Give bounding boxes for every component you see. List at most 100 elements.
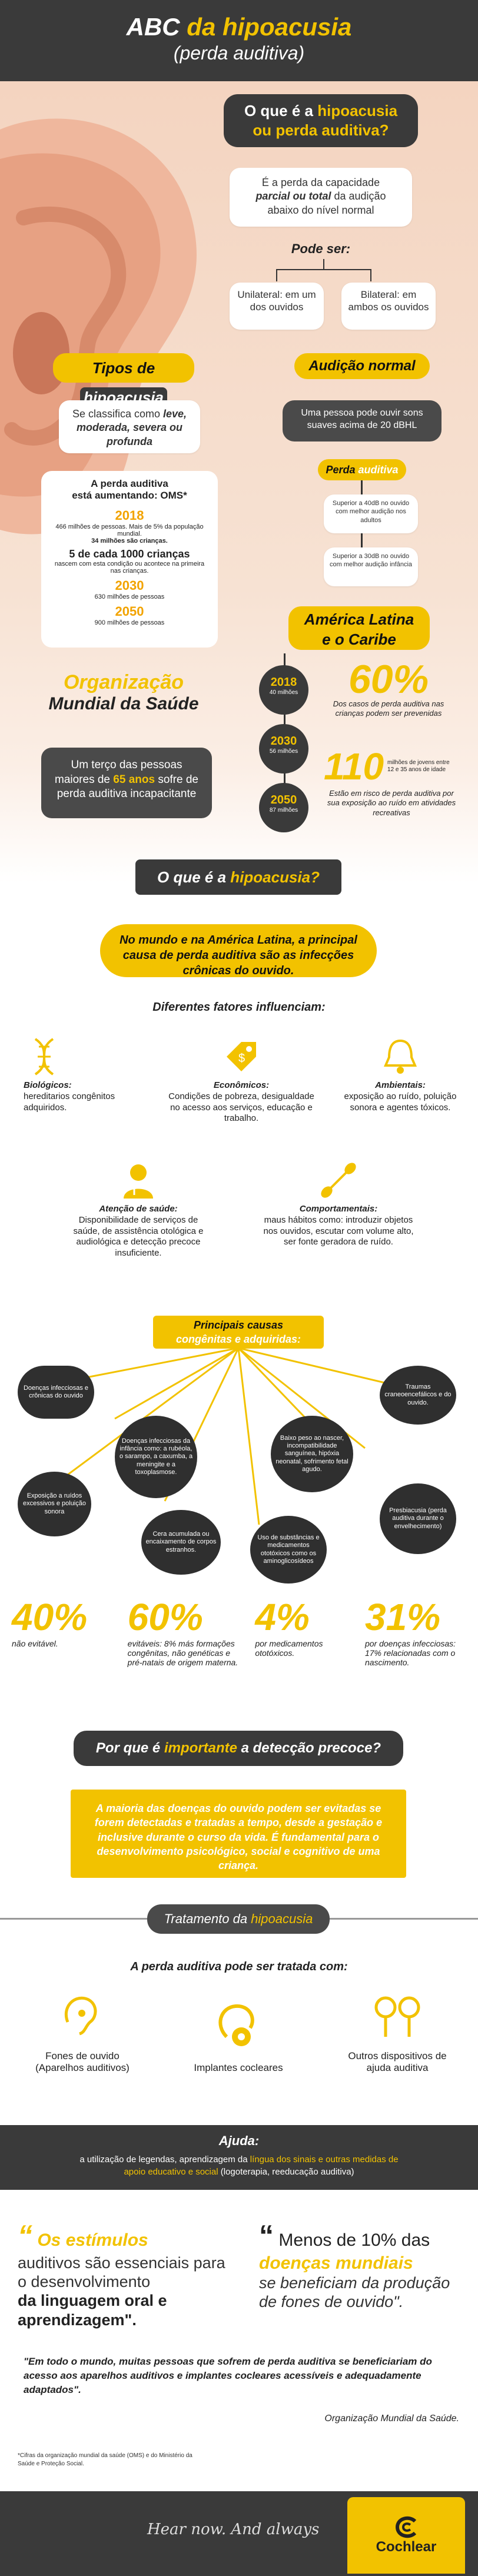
causes-stats: 40% não evitável. 60% evitáveis: 8% más … bbox=[12, 1595, 471, 1667]
latam-year-circle: 2018 40 milhões bbox=[259, 665, 308, 715]
class-a: Se classifica como bbox=[72, 408, 160, 420]
price-tag-icon: $ bbox=[227, 1042, 256, 1071]
stat-block: 31% por doenças infecciosas: 17% relacio… bbox=[365, 1595, 471, 1667]
quote-left-head: “ Os estímulos bbox=[18, 2219, 235, 2253]
q-tail: ou perda auditiva? bbox=[253, 121, 389, 139]
cause-item: Presbiacusia (perda auditiva durante o e… bbox=[380, 1483, 456, 1554]
normal-b: normal bbox=[368, 358, 416, 374]
stat-value: 60% bbox=[127, 1596, 203, 1638]
latam-60-text: Dos casos de perda auditiva nas crianças… bbox=[333, 699, 444, 718]
oms-card-title: A perda auditiva está aumentando: OMS* bbox=[49, 478, 210, 502]
factor-biological: Biológicos: hereditarios congênitos adqu… bbox=[24, 1036, 141, 1113]
oms-row-text: 630 milhões de pessoas bbox=[94, 593, 165, 600]
page-title: ABC da hipoacusia bbox=[0, 0, 478, 41]
factor-health: Atenção de saúde: Disponibilidade de ser… bbox=[65, 1160, 212, 1259]
ajuda-text-a: a utilização de legendas, aprendizagem d… bbox=[79, 2155, 248, 2165]
latam-year-value: 40 milhões bbox=[269, 689, 298, 696]
def-b: parcial ou total bbox=[255, 190, 331, 203]
footer-band: Hear now. And always Cochlear bbox=[0, 2491, 478, 2576]
quote-left-a: Os estímulos bbox=[37, 2230, 148, 2250]
q-word: hipoacusia bbox=[317, 102, 398, 119]
oms-row-text: 466 milhões de pessoas. Mais de 5% da po… bbox=[55, 523, 204, 537]
stat-value: 31% bbox=[364, 1596, 441, 1638]
section2-title: O que é a hipoacusia? bbox=[135, 859, 341, 895]
treatment-item: Implantes cocleares bbox=[177, 1996, 300, 2074]
treatment-item: Outros dispositivos de ajuda auditiva bbox=[336, 1990, 459, 2074]
classification-bubble: Se classifica como leve, moderada, sever… bbox=[59, 400, 200, 453]
svg-text:$: $ bbox=[238, 1052, 245, 1065]
treatment-lead: A perda auditiva pode ser tratada com: bbox=[130, 1960, 348, 1973]
def-a: É a perda da capacidade bbox=[261, 177, 380, 188]
latam-year-value: 56 milhões bbox=[269, 748, 298, 755]
treatment-label: Implantes cocleares bbox=[194, 2062, 283, 2073]
section2-title-b: hipoacusia? bbox=[230, 868, 320, 886]
normal-a: Audição bbox=[308, 358, 364, 374]
factor-behavioral: Comportamentais: maus hábitos como: intr… bbox=[259, 1160, 418, 1248]
causes-title-a: Principais causas bbox=[193, 1319, 284, 1331]
definition-bubble: É a perda da capacidade parcial ou total… bbox=[230, 168, 412, 227]
quote-attrib: Organização Mundial da Saúde. bbox=[324, 2414, 459, 2424]
early-box: A maioria das doenças do ouvido podem se… bbox=[71, 1790, 406, 1878]
oms-row-year: 2018 bbox=[115, 507, 144, 523]
stat-text: não evitável. bbox=[12, 1639, 58, 1648]
oms-title-b: está aumentando: OMS* bbox=[72, 490, 187, 502]
latam-110-stat: 110 milhões de jovens entre 12 e 35 anos… bbox=[324, 748, 459, 818]
latam-year-circle: 2030 56 milhões bbox=[259, 724, 308, 774]
cause-item: Baixo peso ao nascer, incompatibilidade … bbox=[271, 1416, 353, 1492]
oms-row-text: nascem com esta condição ou acontece na … bbox=[54, 560, 205, 575]
quote-mark-icon: “ bbox=[259, 2219, 274, 2252]
factor-text: exposição ao ruído, poluição sonora e ag… bbox=[344, 1091, 457, 1113]
quote-left: “ Os estímulos auditivos são essenciais … bbox=[18, 2219, 235, 2329]
hearing-aid-icon bbox=[64, 1996, 97, 2036]
latam-year: 2018 bbox=[270, 676, 297, 689]
cotton-swab-icon bbox=[321, 1163, 356, 1198]
pode-ser-connector bbox=[276, 259, 371, 281]
unilateral-bubble: Unilateral: em um dos ouvidos bbox=[230, 283, 324, 330]
quote-right: “ Menos de 10% das doenças mundiais se b… bbox=[259, 2219, 465, 2312]
quote-left-b: auditivos são essenciais para o desenvol… bbox=[18, 2253, 225, 2290]
class-b: leve, moderada, severa ou profunda bbox=[76, 408, 187, 447]
quote-mark-icon: “ bbox=[18, 2219, 32, 2252]
section2-title-a: O que é a bbox=[157, 868, 227, 886]
quote-right-c: se beneficiam da produção de fones de ou… bbox=[259, 2274, 450, 2311]
ajuda-text: a utilização de legendas, aprendizagem d… bbox=[0, 2153, 478, 2178]
latam-year: 2050 bbox=[270, 794, 297, 806]
stat-text: por doenças infecciosas: 17% relacionada… bbox=[364, 1639, 456, 1667]
ajuda-band: Ajuda: a utilização de legendas, aprendi… bbox=[0, 2125, 478, 2190]
adults-bubble: Superior a 40dB no ouvido com melhor aud… bbox=[324, 494, 418, 533]
oms-row-sub: 34 milhões são crianças. bbox=[91, 537, 168, 545]
treatment-label: Outros dispositivos de ajuda auditiva bbox=[348, 2050, 447, 2073]
oms-name-a: Organização bbox=[63, 671, 184, 693]
cochlear-logo-icon bbox=[395, 2516, 417, 2538]
cause-item: Traumas craneoencefálicos e do ouvido. bbox=[380, 1366, 456, 1425]
quote-left-c: da linguagem oral e aprendizagem". bbox=[18, 2292, 167, 2329]
stat-block: 60% evitáveis: 8% más formações congênit… bbox=[128, 1595, 245, 1667]
header-banner: ABC da hipoacusia (perda auditiva) bbox=[0, 0, 478, 81]
oms-increase-card: A perda auditiva está aumentando: OMS* 2… bbox=[41, 471, 218, 648]
cochlear-implant-icon bbox=[218, 2004, 254, 2046]
section2-lead: No mundo e na América Latina, a principa… bbox=[100, 924, 377, 977]
factor-title: Ambientais: bbox=[375, 1080, 426, 1090]
factor-title: Comportamentais: bbox=[299, 1204, 378, 1214]
latam-110-value: 110 bbox=[324, 745, 384, 788]
oms-box-b: 65 anos bbox=[113, 773, 155, 786]
kids-bubble: Superior a 30dB no ouvido com melhor aud… bbox=[324, 547, 418, 586]
ajuda-text-b: língua dos sinais e outras medidas de ap… bbox=[124, 2155, 399, 2177]
quote-right-head: “ Menos de 10% das bbox=[259, 2219, 465, 2253]
normal-label: Audição normal bbox=[294, 353, 430, 379]
cause-item: Uso de substâncias e medicamentos ototóx… bbox=[250, 1516, 327, 1584]
latam-110-label: milhões de jovens entre 12 e 35 anos de … bbox=[387, 759, 450, 773]
quote-main: "Em todo o mundo, muitas pessoas que sof… bbox=[24, 2356, 432, 2395]
dna-icon bbox=[34, 1038, 54, 1075]
latam-110-text: Estão em risco de perda auditiva por sua… bbox=[327, 789, 456, 817]
factor-economic: $ Econômicos: Condições de pobreza, desi… bbox=[165, 1036, 318, 1124]
ajuda-title: Ajuda: bbox=[218, 2133, 260, 2148]
oms-65-box: Um terço das pessoas maiores de 65 anos … bbox=[41, 748, 212, 818]
title-accent: da hipoacusia bbox=[187, 13, 352, 41]
factors-heading: Diferentes fatores influenciam: bbox=[152, 1001, 326, 1014]
oms-name: Organização Mundial da Saúde bbox=[35, 671, 212, 714]
treatment-title: Tratamento da hipoacusia bbox=[147, 1904, 330, 1934]
causes-connectors bbox=[55, 1348, 413, 1525]
ajuda-text-c: (logoterapia, reeducação auditiva) bbox=[220, 2167, 354, 2177]
factor-text: Condições de pobreza, desigualdade no ac… bbox=[168, 1091, 314, 1124]
